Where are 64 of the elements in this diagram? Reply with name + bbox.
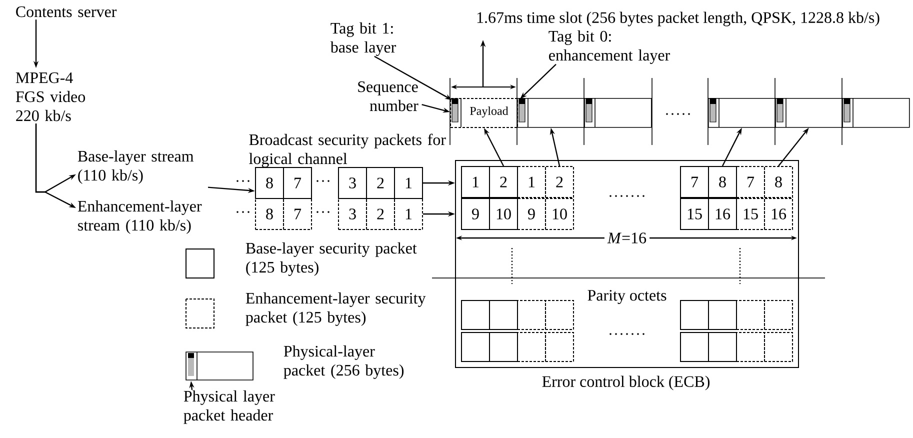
packet-cell: 2	[366, 198, 395, 230]
physical-packet	[775, 98, 843, 128]
packet-cell	[489, 300, 518, 330]
packet-cell: 1	[517, 166, 546, 198]
packet-cell	[736, 300, 765, 330]
packet-cell: 7	[680, 166, 709, 198]
packet-cell: 8	[764, 166, 793, 198]
packet-cell: 10	[489, 198, 518, 230]
packet-cell	[708, 332, 737, 362]
tag-bit-label: Tag bit 0: enhancement layer	[548, 30, 670, 64]
physical-packet	[517, 98, 585, 128]
legend-text: Base-layer security packet (125 bytes)	[246, 242, 417, 276]
packet-cell: 8	[255, 198, 284, 230]
node-label: Error control block (ECB)	[542, 376, 710, 390]
packet-cell: 8	[255, 167, 284, 199]
packet-cell: 1	[461, 166, 490, 198]
packet-cell	[517, 332, 546, 362]
queue-label: Broadcast security packets for logical channel	[249, 134, 446, 168]
packet-cell: 16	[708, 198, 737, 230]
packet-cell: 8	[708, 166, 737, 198]
packet-cell: 2	[366, 167, 395, 199]
server-label: Contents server	[16, 6, 117, 18]
packet-cell: 1	[394, 198, 423, 230]
tag-bit-label: Tag bit 1: base layer	[330, 22, 396, 56]
packet-cell	[489, 332, 518, 362]
packet-cell	[545, 300, 574, 330]
packet-cell	[764, 300, 793, 330]
time-slot-label: 1.67ms time slot (256 bytes packet length, QPSK, 1228.8 kb/s)	[477, 12, 880, 26]
physical-packet	[842, 98, 910, 128]
physical-packet	[584, 98, 652, 128]
packet-cell: 10	[545, 198, 574, 230]
packet-cell: 16	[764, 198, 793, 230]
packet-cell: 7	[283, 167, 312, 199]
physical-packet	[708, 98, 776, 128]
packet-cell: 7	[283, 198, 312, 230]
physical-packet: Payload	[450, 98, 518, 128]
legend-text: Physical-layer packet (256 bytes)	[284, 345, 404, 379]
stream-label: Base-layer stream (110 kb/s)	[78, 150, 194, 184]
packet-cell	[461, 332, 490, 362]
packet-cell	[680, 332, 709, 362]
packet-cell	[736, 332, 765, 362]
packet-cell	[461, 300, 490, 330]
packet-cell	[764, 332, 793, 362]
packet-cell	[708, 300, 737, 330]
header-label: Physical layer packet header	[184, 390, 275, 424]
packet-cell: 15	[680, 198, 709, 230]
packet-cell: 7	[736, 166, 765, 198]
packet-cell: 2	[489, 166, 518, 198]
stream-label: Enhancement-layer stream (110 kb/s)	[78, 200, 202, 234]
packet-cell: 3	[338, 167, 367, 199]
packet-cell: 2	[545, 166, 574, 198]
packet-cell	[680, 300, 709, 330]
video-label: MPEG-4 FGS video 220 kb/s	[16, 72, 86, 122]
packet-cell	[517, 300, 546, 330]
packet-cell: 9	[461, 198, 490, 230]
packet-cell	[545, 332, 574, 362]
legend-text: Enhancement-layer security packet (125 bytes)	[246, 292, 426, 326]
parity-label: Parity octets	[586, 288, 668, 305]
packet-cell: 15	[736, 198, 765, 230]
dimension-label: M=16	[604, 230, 650, 246]
packet-cell: 1	[394, 167, 423, 199]
packet-cell: 9	[517, 198, 546, 230]
packet-cell: 3	[338, 198, 367, 230]
sequence-number-label: Sequence number	[358, 81, 418, 112]
